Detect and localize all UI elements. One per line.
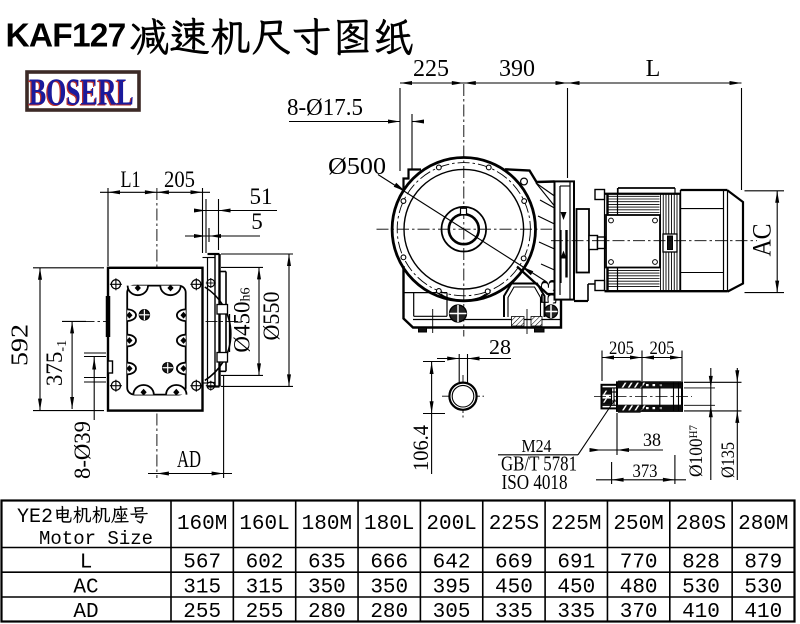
svg-text:225M: 225M — [551, 513, 601, 536]
svg-text:770: 770 — [620, 552, 658, 575]
svg-text:AC: AC — [748, 224, 777, 257]
svg-text:691: 691 — [557, 552, 595, 575]
svg-text:AD: AD — [177, 447, 201, 473]
svg-text:592: 592 — [8, 324, 34, 366]
svg-text:370: 370 — [620, 601, 658, 624]
svg-text:GB/T 5781: GB/T 5781 — [501, 452, 577, 476]
svg-text:315: 315 — [246, 576, 284, 599]
svg-text:280M: 280M — [738, 513, 788, 536]
svg-text:AD: AD — [73, 601, 98, 624]
svg-text:200L: 200L — [426, 513, 476, 536]
svg-text:L: L — [646, 56, 661, 82]
svg-text:642: 642 — [433, 552, 471, 575]
svg-text:879: 879 — [744, 552, 782, 575]
svg-text:160L: 160L — [239, 513, 289, 536]
svg-text:L: L — [80, 552, 93, 575]
svg-text:350: 350 — [308, 576, 346, 599]
svg-text:YE2: YE2 — [17, 506, 53, 529]
svg-text:602: 602 — [246, 552, 284, 575]
svg-text:250M: 250M — [613, 513, 663, 536]
svg-text:ISO 4018: ISO 4018 — [502, 470, 568, 494]
svg-text:373: 373 — [633, 461, 658, 482]
svg-text:BOSERL: BOSERL — [29, 72, 134, 114]
svg-text:530: 530 — [744, 576, 782, 599]
svg-text:M24: M24 — [522, 436, 552, 456]
svg-text:335: 335 — [557, 601, 595, 624]
svg-text:480: 480 — [620, 576, 658, 599]
svg-text:225: 225 — [413, 56, 449, 82]
svg-text:666: 666 — [370, 552, 408, 575]
svg-text:KAF127: KAF127 — [6, 17, 126, 54]
svg-text:AC: AC — [73, 576, 98, 599]
svg-text:335: 335 — [495, 601, 533, 624]
svg-text:280: 280 — [308, 601, 346, 624]
svg-text:635: 635 — [308, 552, 346, 575]
svg-text:205: 205 — [650, 338, 675, 359]
svg-text:225S: 225S — [489, 513, 539, 536]
svg-text:205: 205 — [609, 338, 634, 359]
svg-text:305: 305 — [433, 601, 471, 624]
svg-text:828: 828 — [682, 552, 720, 575]
svg-text:450: 450 — [557, 576, 595, 599]
svg-text:106.4: 106.4 — [408, 425, 433, 471]
svg-text:567: 567 — [183, 552, 221, 575]
svg-text:180M: 180M — [302, 513, 352, 536]
svg-text:255: 255 — [183, 601, 221, 624]
svg-text:280S: 280S — [676, 513, 726, 536]
svg-text:255: 255 — [246, 601, 284, 624]
svg-text:280: 280 — [370, 601, 408, 624]
svg-text:51: 51 — [250, 184, 273, 209]
svg-text:350: 350 — [370, 576, 408, 599]
svg-text:180L: 180L — [364, 513, 414, 536]
svg-text:BOSERL: BOSERL — [28, 73, 133, 115]
svg-text:Motor Size: Motor Size — [39, 528, 153, 550]
svg-text:390: 390 — [499, 56, 535, 82]
svg-text:L1: L1 — [121, 167, 141, 192]
svg-text:38: 38 — [643, 430, 661, 451]
svg-text:395: 395 — [433, 576, 471, 599]
svg-text:410: 410 — [744, 601, 782, 624]
svg-text:28: 28 — [489, 335, 511, 359]
svg-text:Ø135: Ø135 — [718, 442, 739, 478]
svg-text:5: 5 — [251, 209, 263, 234]
svg-text:8-Ø17.5: 8-Ø17.5 — [287, 95, 363, 121]
svg-text:530: 530 — [682, 576, 720, 599]
svg-text:450: 450 — [495, 576, 533, 599]
svg-text:315: 315 — [183, 576, 221, 599]
svg-text:205: 205 — [164, 167, 195, 192]
svg-text:8-Ø39: 8-Ø39 — [70, 421, 95, 479]
svg-text:Ø550: Ø550 — [259, 292, 284, 341]
svg-text:160M: 160M — [177, 513, 227, 536]
svg-text:Ø500: Ø500 — [328, 154, 386, 180]
svg-text:669: 669 — [495, 552, 533, 575]
svg-text:410: 410 — [682, 601, 720, 624]
